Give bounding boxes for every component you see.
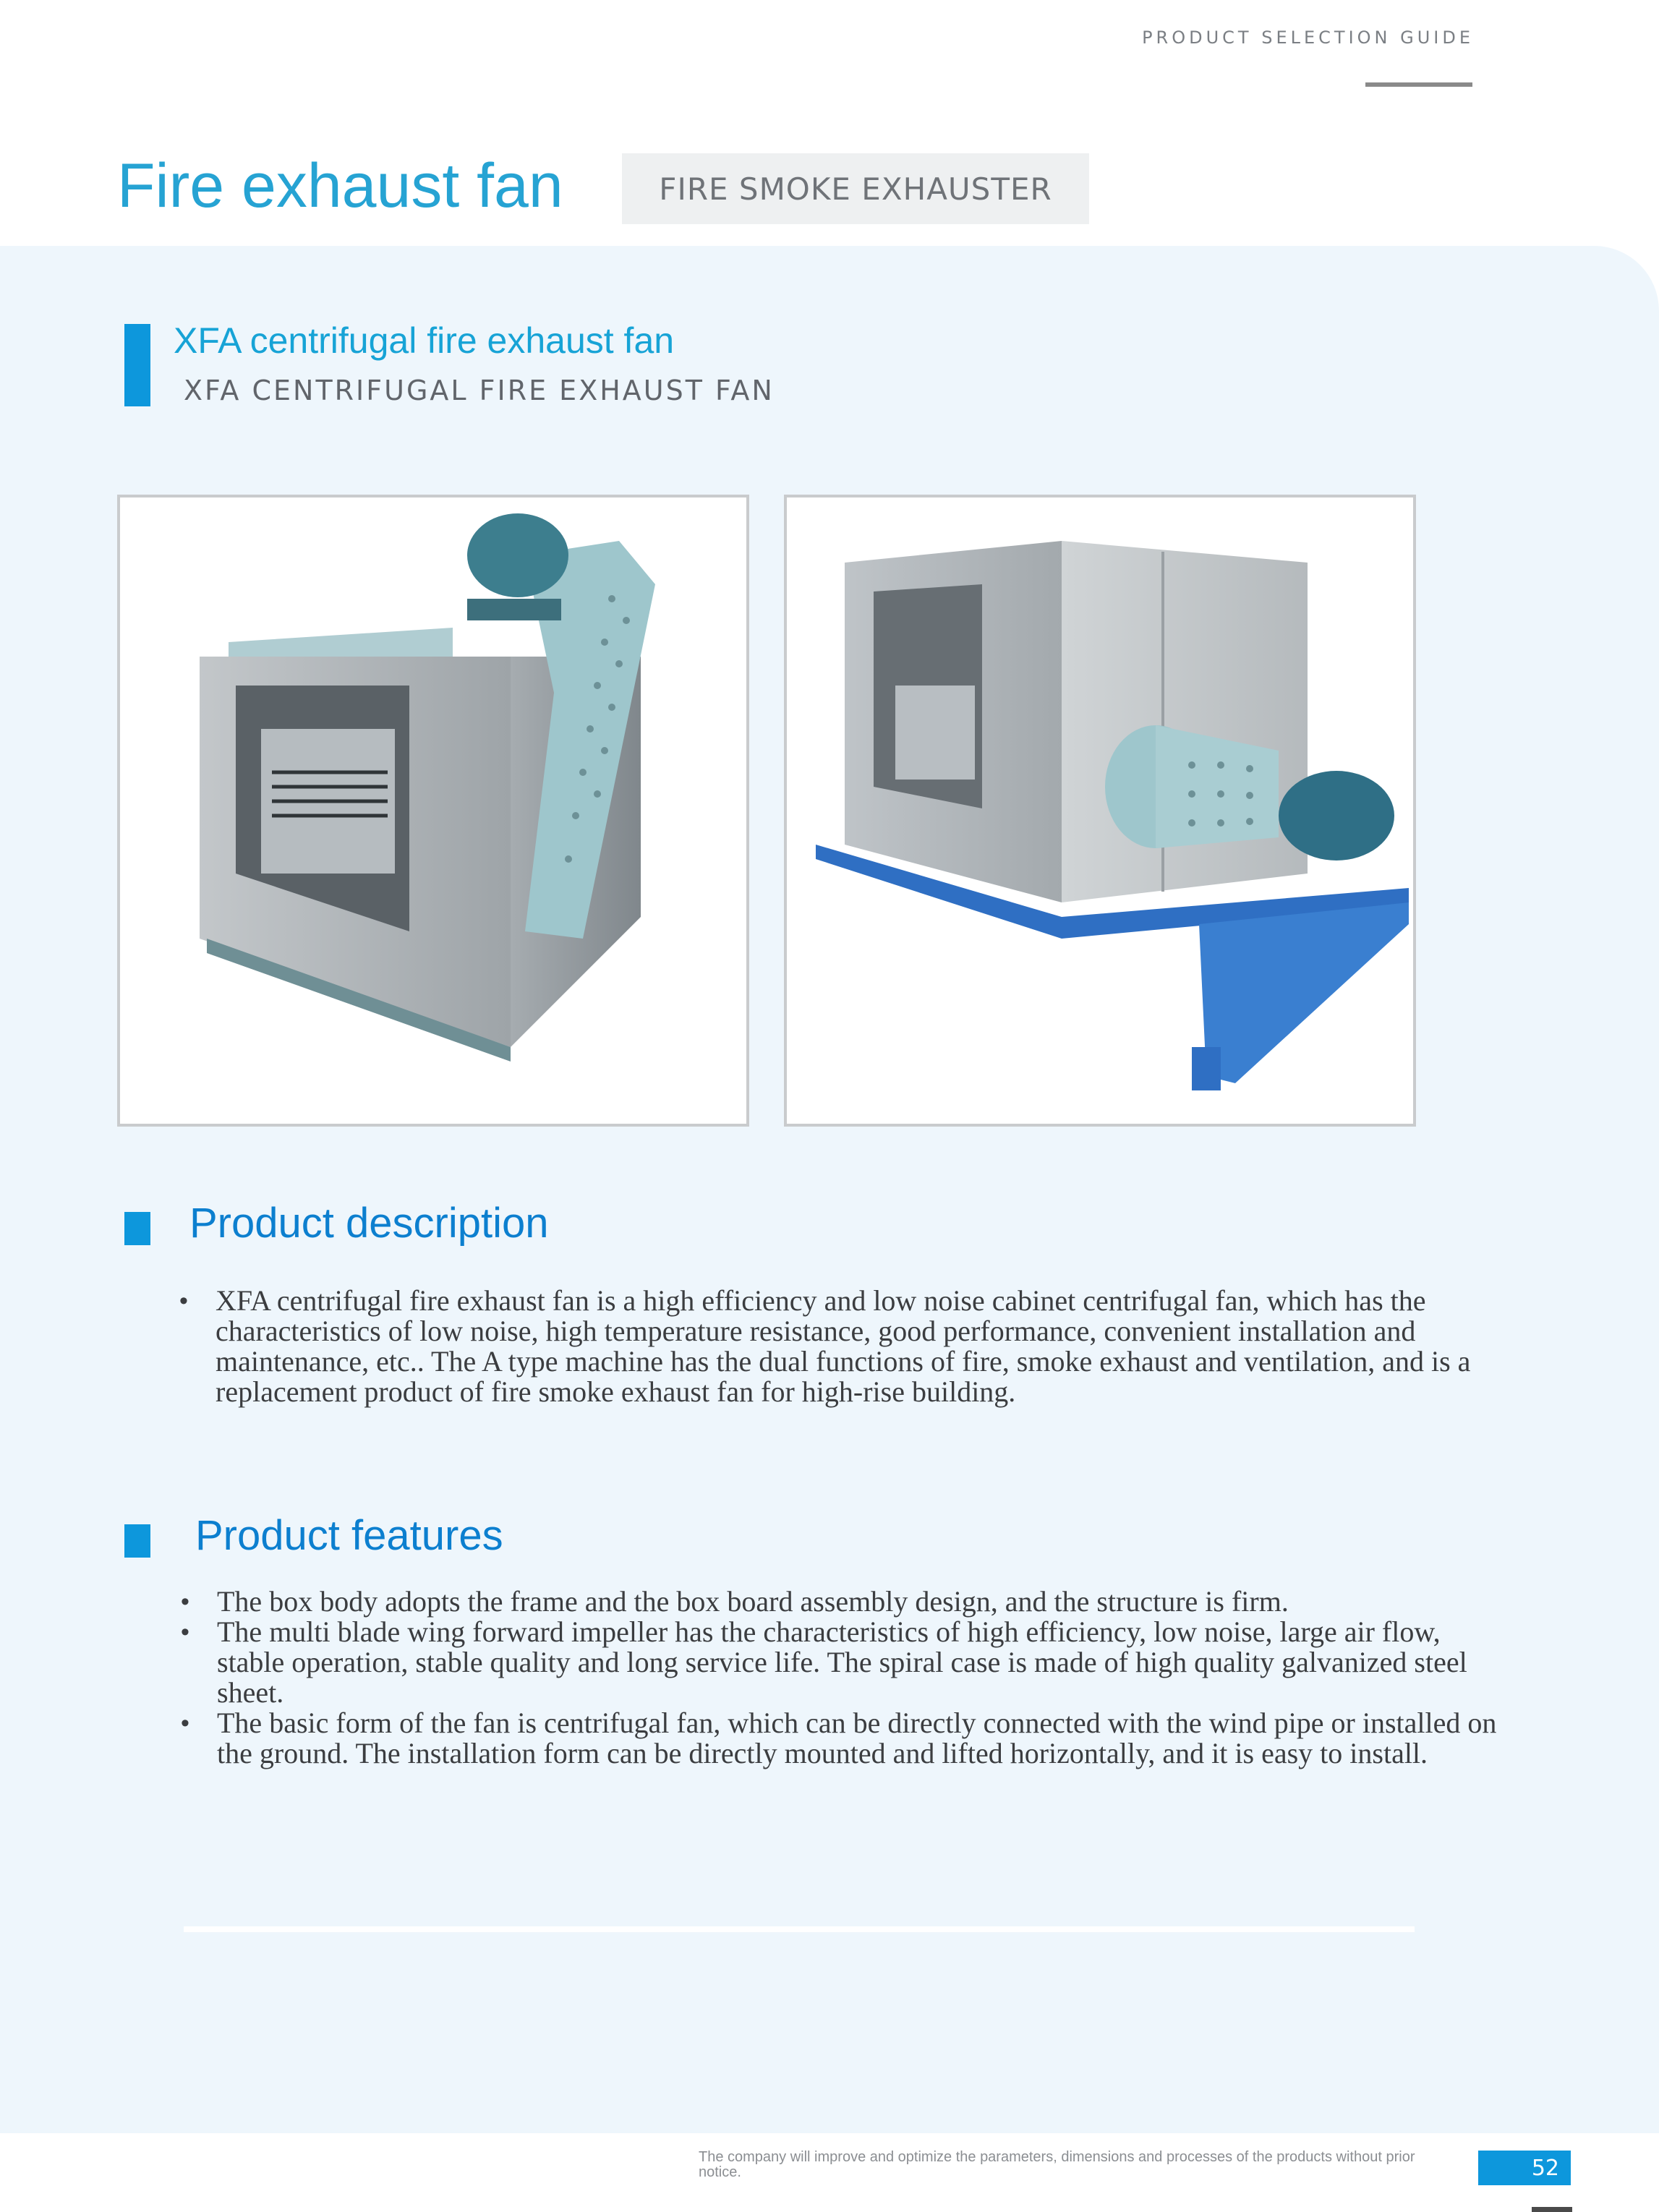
description-bar: [124, 1212, 150, 1245]
title-tag: FIRE SMOKE EXHAUSTER: [622, 153, 1089, 224]
footer-band: [0, 2133, 1659, 2212]
product-name-bar: [124, 324, 150, 406]
product-features-list: The box body adopts the frame and the bo…: [181, 1587, 1511, 1769]
product-photo-front: [117, 495, 749, 1127]
product-features-heading: Product features: [195, 1512, 503, 1559]
product-description-list: XFA centrifugal fire exhaust fan is a hi…: [179, 1286, 1510, 1407]
corner-mark: [1532, 2207, 1572, 2212]
list-item: The multi blade wing forward impeller ha…: [181, 1617, 1511, 1708]
features-bar: [124, 1524, 150, 1558]
page-title: Fire exhaust fan: [117, 151, 563, 221]
footer-note: The company will improve and optimize th…: [699, 2149, 1415, 2180]
list-item: The basic form of the fan is centrifugal…: [181, 1708, 1511, 1769]
header-underline: [1365, 82, 1472, 87]
section-divider: [184, 1926, 1415, 1932]
product-selection-guide-label: PRODUCT SELECTION GUIDE: [1142, 27, 1474, 48]
product-name: XFA centrifugal fire exhaust fan: [174, 320, 675, 361]
product-description-heading: Product description: [189, 1200, 549, 1247]
product-name-en: XFA CENTRIFUGAL FIRE EXHAUST FAN: [184, 375, 775, 406]
page-number: 52: [1478, 2151, 1571, 2185]
list-item: XFA centrifugal fire exhaust fan is a hi…: [179, 1286, 1510, 1407]
list-item: The box body adopts the frame and the bo…: [181, 1587, 1511, 1618]
product-photo-rear: [784, 495, 1416, 1127]
